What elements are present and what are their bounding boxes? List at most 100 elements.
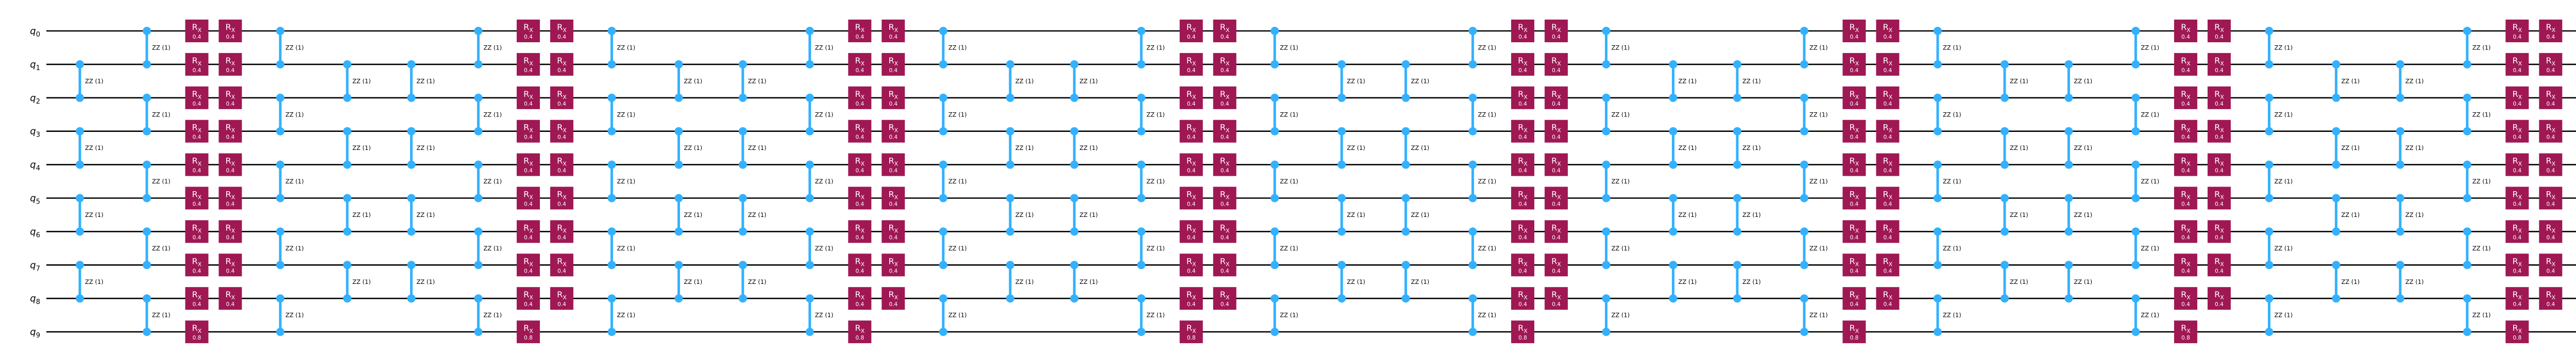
rzz-endpoint-dot [474,328,483,336]
rzz-label: ZZ (1) [748,144,767,151]
rx-gate: RX0.4 [218,253,242,277]
rx-gate-symbol: RX [2181,323,2191,334]
rzz-endpoint-dot [2265,261,2274,269]
rzz-label: ZZ (1) [1146,111,1165,118]
rx-gate-box [882,53,905,76]
rx-gate-symbol: RX [855,323,865,334]
rx-gate-value: 0.4 [2215,268,2224,274]
rzz-gate: ZZ (1) [276,93,304,136]
rx-gate: RX0.4 [882,153,905,176]
rzz-gate: ZZ (1) [2332,127,2360,169]
rx-gate: RX0.4 [2174,120,2197,143]
rx-gate-value: 0.4 [2546,134,2555,141]
rzz-endpoint-dot [805,328,814,336]
rzz-endpoint-dot [1337,127,1346,136]
rzz-gate: ZZ (1) [143,227,171,269]
rzz-label: ZZ (1) [416,278,435,285]
rx-gate-box [2174,187,2197,210]
rzz-endpoint-dot [1006,160,1014,169]
rx-gate-value: 0.8 [524,335,533,341]
rx-gate: RX0.4 [2207,253,2231,277]
rx-gate-box [550,153,573,176]
rx-gate-value: 0.4 [193,134,201,141]
rx-gate-symbol: RX [523,323,533,334]
rzz-gate: ZZ (1) [1270,27,1298,69]
rx-gate-value: 0.4 [1221,234,1229,241]
rzz-gate: ZZ (1) [2396,261,2424,303]
qubit-row: q4 [30,160,2576,173]
qubit-label: q2 [30,93,40,106]
rx-gate-symbol: RX [1850,156,1859,167]
rzz-endpoint-dot [2131,127,2140,136]
rzz-endpoint-dot [1137,27,1146,35]
rx-gate-symbol: RX [2512,323,2522,334]
qubit-label: q4 [30,160,40,173]
rx-gate-value: 0.4 [889,201,897,208]
rx-gate-box [2539,86,2563,109]
rzz-label: ZZ (1) [1079,278,1098,285]
rzz-endpoint-dot [2064,294,2073,303]
rx-gate: RX0.4 [2505,120,2529,143]
rx-gate: RX0.4 [2207,287,2231,310]
rzz-endpoint-dot [1800,160,1808,169]
rzz-label: ZZ (1) [748,278,767,285]
rx-gate-value: 0.4 [557,234,566,241]
rx-gate-value: 0.4 [1850,134,1859,141]
rzz-endpoint-dot [1733,127,1741,136]
rzz-endpoint-dot [1934,194,1942,202]
rzz-endpoint-dot [1006,60,1014,69]
rx-gate-symbol: RX [2214,256,2224,267]
rzz-gate: ZZ (1) [1137,227,1165,269]
rzz-gate: ZZ (1) [407,194,435,236]
rx-gate-symbol: RX [888,123,898,134]
rx-gate-box [2174,53,2197,76]
rx-gate-box [1545,86,1568,109]
rx-gate-value: 0.4 [1221,101,1229,107]
rx-gate-value: 0.4 [1850,268,1859,274]
rzz-endpoint-dot [1934,261,1942,269]
rx-gate-box [1511,86,1535,109]
rzz-gate: ZZ (1) [1602,160,1630,202]
rzz-endpoint-dot [76,93,84,102]
rzz-endpoint-dot [2131,227,2140,236]
rzz-endpoint-dot [607,27,616,35]
rx-gate-box [1179,187,1203,210]
rzz-endpoint-dot [674,93,683,102]
rx-gate-symbol: RX [855,223,865,234]
rx-gate-symbol: RX [855,123,865,134]
rx-gate-symbol: RX [1187,123,1196,134]
rx-gate-box [516,187,540,210]
rzz-label: ZZ (1) [2405,211,2424,218]
rx-gate-symbol: RX [557,56,567,67]
rzz-endpoint-dot [343,294,351,303]
rx-gate-symbol: RX [523,56,533,67]
rx-gate-box [185,20,209,42]
rx-gate-box [218,53,242,76]
rzz-gate: ZZ (1) [1733,60,1761,102]
rx-gate-box [1179,20,1203,42]
rzz-label: ZZ (1) [152,44,171,51]
rx-gate-symbol: RX [226,56,235,67]
rzz-endpoint-dot [1070,160,1079,169]
rx-gate-symbol: RX [1187,256,1196,267]
rx-gate-box [2207,153,2231,176]
rzz-label: ZZ (1) [285,245,304,252]
rzz-endpoint-dot [2463,294,2471,303]
rzz-gate: ZZ (1) [1137,27,1165,69]
rzz-endpoint-dot [343,60,351,69]
rx-gate-symbol: RX [557,123,567,134]
rx-gate-symbol: RX [192,323,202,334]
rzz-endpoint-dot [738,127,747,136]
rzz-label: ZZ (1) [2274,44,2293,51]
rx-gate-box [516,220,540,243]
rx-gate-box [1179,120,1203,143]
rzz-gate: ZZ (1) [2265,160,2293,202]
rzz-endpoint-dot [2463,127,2471,136]
rzz-label: ZZ (1) [2141,178,2159,185]
rx-gate: RX0.4 [882,86,905,109]
rx-gate-box [2174,153,2197,176]
rzz-endpoint-dot [1337,60,1346,69]
rzz-gate: ZZ (1) [2396,60,2424,102]
rzz-gate: ZZ (1) [738,127,767,169]
rx-gate-box [1842,253,1866,277]
